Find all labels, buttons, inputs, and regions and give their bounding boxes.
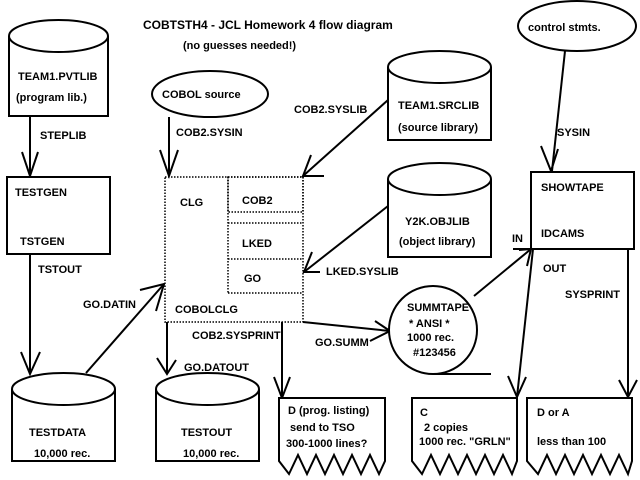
disk-pvtlib: TEAM1.PVTLIB (program lib.) (8, 19, 109, 117)
edge-go-summ: GO.SUMM (302, 320, 392, 349)
cob2-sysin-label: COB2.SYSIN (176, 127, 243, 139)
disk-objlib: Y2K.OBJLIB (object library) (387, 162, 492, 258)
testgen-step: TESTGEN (15, 187, 67, 199)
testgen-program: TSTGEN (20, 236, 65, 248)
input-control-stmts: control stmts. (517, 0, 637, 52)
go-datin-label: GO.DATIN (83, 299, 136, 311)
steplib-label: STEPLIB (40, 130, 87, 142)
summtape-records: 1000 rec. (407, 332, 454, 344)
procedure-cobolclg: CLG COB2 LKED GO COBOLCLG (164, 176, 304, 323)
disk-testdata: TESTDATA 10,000 rec. (11, 372, 116, 462)
cobol-source-label: COBOL source (162, 89, 241, 101)
pvtlib-name: TEAM1.PVTLIB (18, 71, 98, 83)
edge-out: OUT (507, 248, 567, 400)
clg-step-label: CLG (180, 197, 203, 209)
objlib-name: Y2K.OBJLIB (405, 216, 470, 228)
edge-cob2-sysin: COB2.SYSIN (159, 117, 243, 180)
report-c: C 2 copies 1000 rec. "GRLN" (411, 397, 518, 477)
disk-testout: TESTOUT 10,000 rec. (155, 372, 260, 462)
sysprint-label: SYSPRINT (565, 289, 620, 301)
process-showtape: SHOWTAPE IDCAMS (530, 171, 635, 250)
diagram-title: COBTSTH4 - JCL Homework 4 flow diagram (143, 18, 393, 32)
listing-line3: 300-1000 lines? (286, 438, 368, 450)
listing-line2: send to TSO (290, 422, 355, 434)
testout-records: 10,000 rec. (183, 448, 239, 460)
srclib-desc: (source library) (398, 122, 478, 134)
cob2-sysprint-label: COB2.SYSPRINT (192, 330, 281, 342)
input-cobol-source: COBOL source (151, 70, 269, 118)
substep-cob2: COB2 (242, 195, 273, 207)
edge-cob2-syslib: COB2.SYSLIB (294, 99, 389, 177)
edge-go-datout: GO.DATOUT (156, 322, 249, 376)
summtape-name: SUMMTAPE (407, 302, 469, 314)
process-testgen: TESTGEN TSTGEN (6, 176, 111, 255)
tape-summtape: SUMMTAPE * ANSI * 1000 rec. #123456 (388, 285, 491, 375)
tstout-label: TSTOUT (38, 264, 82, 276)
testout-name: TESTOUT (181, 427, 232, 439)
report-da-line1: D or A (537, 407, 570, 419)
objlib-desc: (object library) (399, 236, 476, 248)
report-c-line1: C (420, 407, 428, 419)
edge-tstout: TSTOUT (20, 254, 82, 377)
edge-go-datin: GO.DATIN (83, 282, 166, 374)
listing-line1: D (prog. listing) (288, 405, 370, 417)
testdata-name: TESTDATA (29, 427, 86, 439)
report-d-or-a: D or A less than 100 (526, 397, 633, 477)
showtape-step: SHOWTAPE (541, 182, 604, 194)
summtape-volser: #123456 (413, 347, 456, 359)
srclib-name: TEAM1.SRCLIB (398, 100, 479, 112)
control-stmts-label: control stmts. (528, 22, 601, 34)
disk-srclib: TEAM1.SRCLIB (source library) (387, 50, 492, 141)
edge-steplib: STEPLIB (21, 116, 87, 180)
in-label: IN (512, 233, 523, 245)
edge-sysprint: SYSPRINT (565, 249, 638, 400)
lked-syslib-label: LKED.SYSLIB (326, 266, 399, 278)
cob2-syslib-label: COB2.SYSLIB (294, 104, 367, 116)
report-c-line2: 2 copies (424, 422, 468, 434)
showtape-program: IDCAMS (541, 228, 584, 240)
cobolclg-proc-label: COBOLCLG (175, 304, 238, 316)
substep-lked: LKED (242, 238, 272, 250)
report-listing: D (prog. listing) send to TSO 300-1000 l… (278, 397, 386, 477)
summtape-label: * ANSI * (409, 318, 450, 330)
sysin-label: SYSIN (557, 127, 590, 139)
testdata-records: 10,000 rec. (34, 448, 90, 460)
go-datout-label: GO.DATOUT (184, 362, 249, 374)
edge-in: IN (473, 233, 533, 297)
pvtlib-desc: (program lib.) (16, 92, 87, 104)
report-c-line3: 1000 rec. "GRLN" (419, 436, 511, 448)
edge-sysin: SYSIN (540, 50, 590, 174)
out-label: OUT (543, 263, 567, 275)
diagram-subtitle: (no guesses needed!) (183, 40, 296, 52)
substep-go: GO (244, 273, 262, 285)
report-da-line3: less than 100 (537, 436, 606, 448)
go-summ-label: GO.SUMM (315, 337, 369, 349)
edge-lked-syslib: LKED.SYSLIB (302, 205, 399, 278)
